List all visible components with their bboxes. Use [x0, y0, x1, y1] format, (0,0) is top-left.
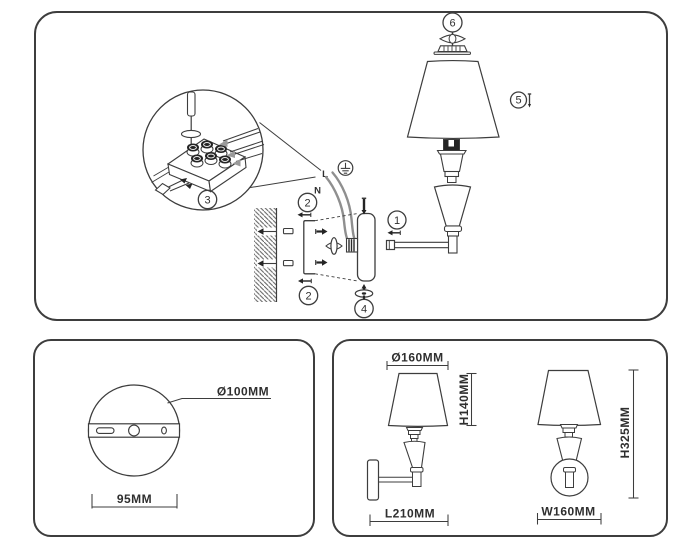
lamp-front-view: H325MM W160MM — [536, 369, 639, 525]
shade-height-label: H140MM — [457, 374, 471, 426]
callout-5-label: 5 — [515, 95, 521, 107]
lamp-exploded-view: 6 5 — [385, 12, 532, 254]
bracket-screw-bottom — [315, 259, 328, 266]
callout-step-2-bottom: 2 — [298, 278, 319, 306]
lamp-backplate — [345, 197, 376, 299]
projection-line-top — [314, 213, 358, 222]
callout-step-6: 6 — [442, 12, 463, 33]
plate-slot — [95, 427, 115, 434]
finial-wing-nut — [438, 32, 467, 50]
projection-dimension: L210MM — [369, 507, 449, 526]
callout-2-label: 2 — [305, 290, 311, 302]
side-shade — [387, 372, 449, 427]
live-wire-label: L — [322, 169, 328, 180]
backplate-screw-bottom — [354, 284, 374, 299]
callout-3-label: 3 — [204, 194, 210, 206]
fixture-width-label: W160MM — [541, 505, 595, 519]
callout-step-5: 5 — [509, 91, 532, 109]
projection-length-label: L210MM — [385, 507, 435, 521]
wiring-detail-magnifier: 3 — [142, 89, 265, 211]
callout-step-4: 4 — [354, 298, 374, 319]
callout-4-label: 4 — [361, 303, 367, 315]
backplate-screw-top — [361, 197, 367, 215]
drill-direction-arrows — [257, 228, 277, 267]
wires-right — [219, 128, 265, 167]
callout-2-label: 2 — [304, 197, 310, 209]
cable-connector — [345, 237, 359, 253]
side-wall-plate — [366, 459, 380, 501]
dimensions-panel-border — [332, 339, 668, 537]
assembly-panel-border — [34, 11, 668, 321]
wing-knob-icon — [325, 237, 343, 255]
terminal-block — [151, 128, 265, 196]
front-stem — [565, 471, 574, 488]
detail-leader-bottom — [244, 176, 316, 189]
bracket-screw-top — [315, 228, 328, 235]
hole-spacing-dimension: 95MM — [91, 492, 178, 509]
plate-diameter-dimension: Ø100MM — [167, 385, 271, 404]
callout-step-2-top: 2 — [297, 192, 318, 218]
wall-hatch — [254, 208, 277, 302]
callout-step-1: 1 — [387, 210, 407, 236]
neutral-wire-label: N — [314, 186, 321, 197]
projection-line-bottom — [314, 273, 358, 282]
lamp-shade — [406, 59, 500, 140]
hole-spacing-label: 95MM — [117, 492, 152, 506]
mounting-plate-panel: Ø100MM 95MM — [33, 339, 315, 537]
callout-6-label: 6 — [449, 17, 455, 29]
assembly-panel: 3 L N — [34, 11, 668, 321]
side-body — [403, 440, 426, 487]
plate-small-hole — [161, 426, 167, 435]
terminal-screws — [186, 140, 232, 169]
shade-diameter-label: Ø160MM — [391, 351, 443, 365]
shade-ring — [433, 45, 471, 55]
mounting-bracket — [303, 213, 358, 282]
side-arm — [378, 476, 413, 483]
fixture-height-label: H325MM — [618, 407, 632, 459]
lamp-body — [433, 184, 472, 254]
wires-left — [151, 167, 193, 196]
ground-symbol-icon — [337, 160, 354, 176]
front-socket — [559, 424, 579, 438]
wall-section — [254, 208, 294, 302]
width-dimension: W160MM — [536, 505, 602, 525]
wall-anchor-top — [282, 227, 294, 235]
height-dimension: H325MM — [618, 369, 639, 499]
lamp-side-view: Ø160MM H140MM — [366, 351, 477, 526]
callout-1-label: 1 — [394, 215, 400, 227]
plate-center-hole — [128, 424, 140, 437]
lamp-socket — [436, 139, 467, 183]
detail-leader-top — [259, 122, 322, 171]
lamp-arm — [385, 239, 449, 251]
callout-step-3: 3 — [197, 189, 218, 210]
wall-anchor-bottom — [282, 259, 294, 267]
dimensions-panel: Ø160MM H140MM — [332, 339, 668, 537]
plate-diameter-label: Ø100MM — [217, 385, 269, 399]
mounting-plate-drawing — [87, 384, 181, 477]
screwdriver-icon — [180, 91, 202, 145]
front-body-ring — [563, 467, 576, 473]
